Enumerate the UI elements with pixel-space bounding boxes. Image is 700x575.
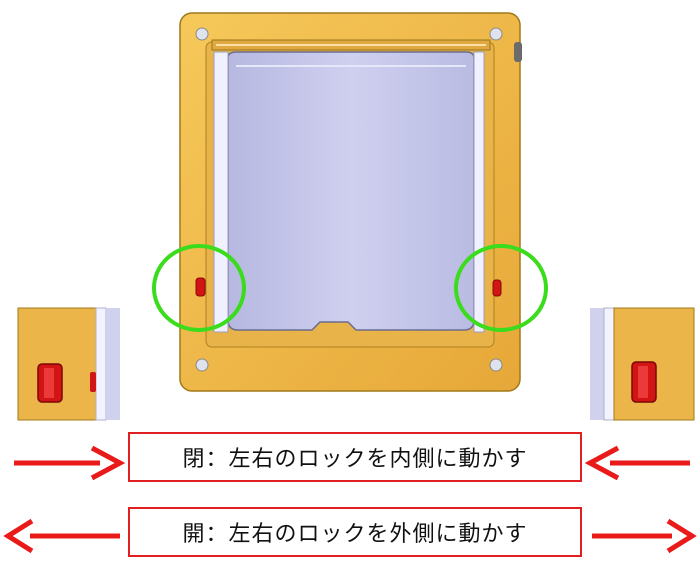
arrow-left-icon xyxy=(3,518,120,554)
open-instruction-label: 開：左右のロックを外側に動かす xyxy=(128,507,582,557)
arrow-right-icon xyxy=(592,518,697,554)
arrow-right-icon xyxy=(14,445,126,481)
right-lock-detail xyxy=(590,307,695,421)
arrow-left-icon xyxy=(584,445,690,481)
lock-icon xyxy=(195,277,502,297)
screw-icon xyxy=(195,27,503,372)
close-instruction-label: 閉：左右のロックを内側に動かす xyxy=(128,432,582,482)
door-flap xyxy=(213,51,485,333)
left-lock-detail xyxy=(17,307,120,421)
lock-highlight xyxy=(152,244,548,332)
